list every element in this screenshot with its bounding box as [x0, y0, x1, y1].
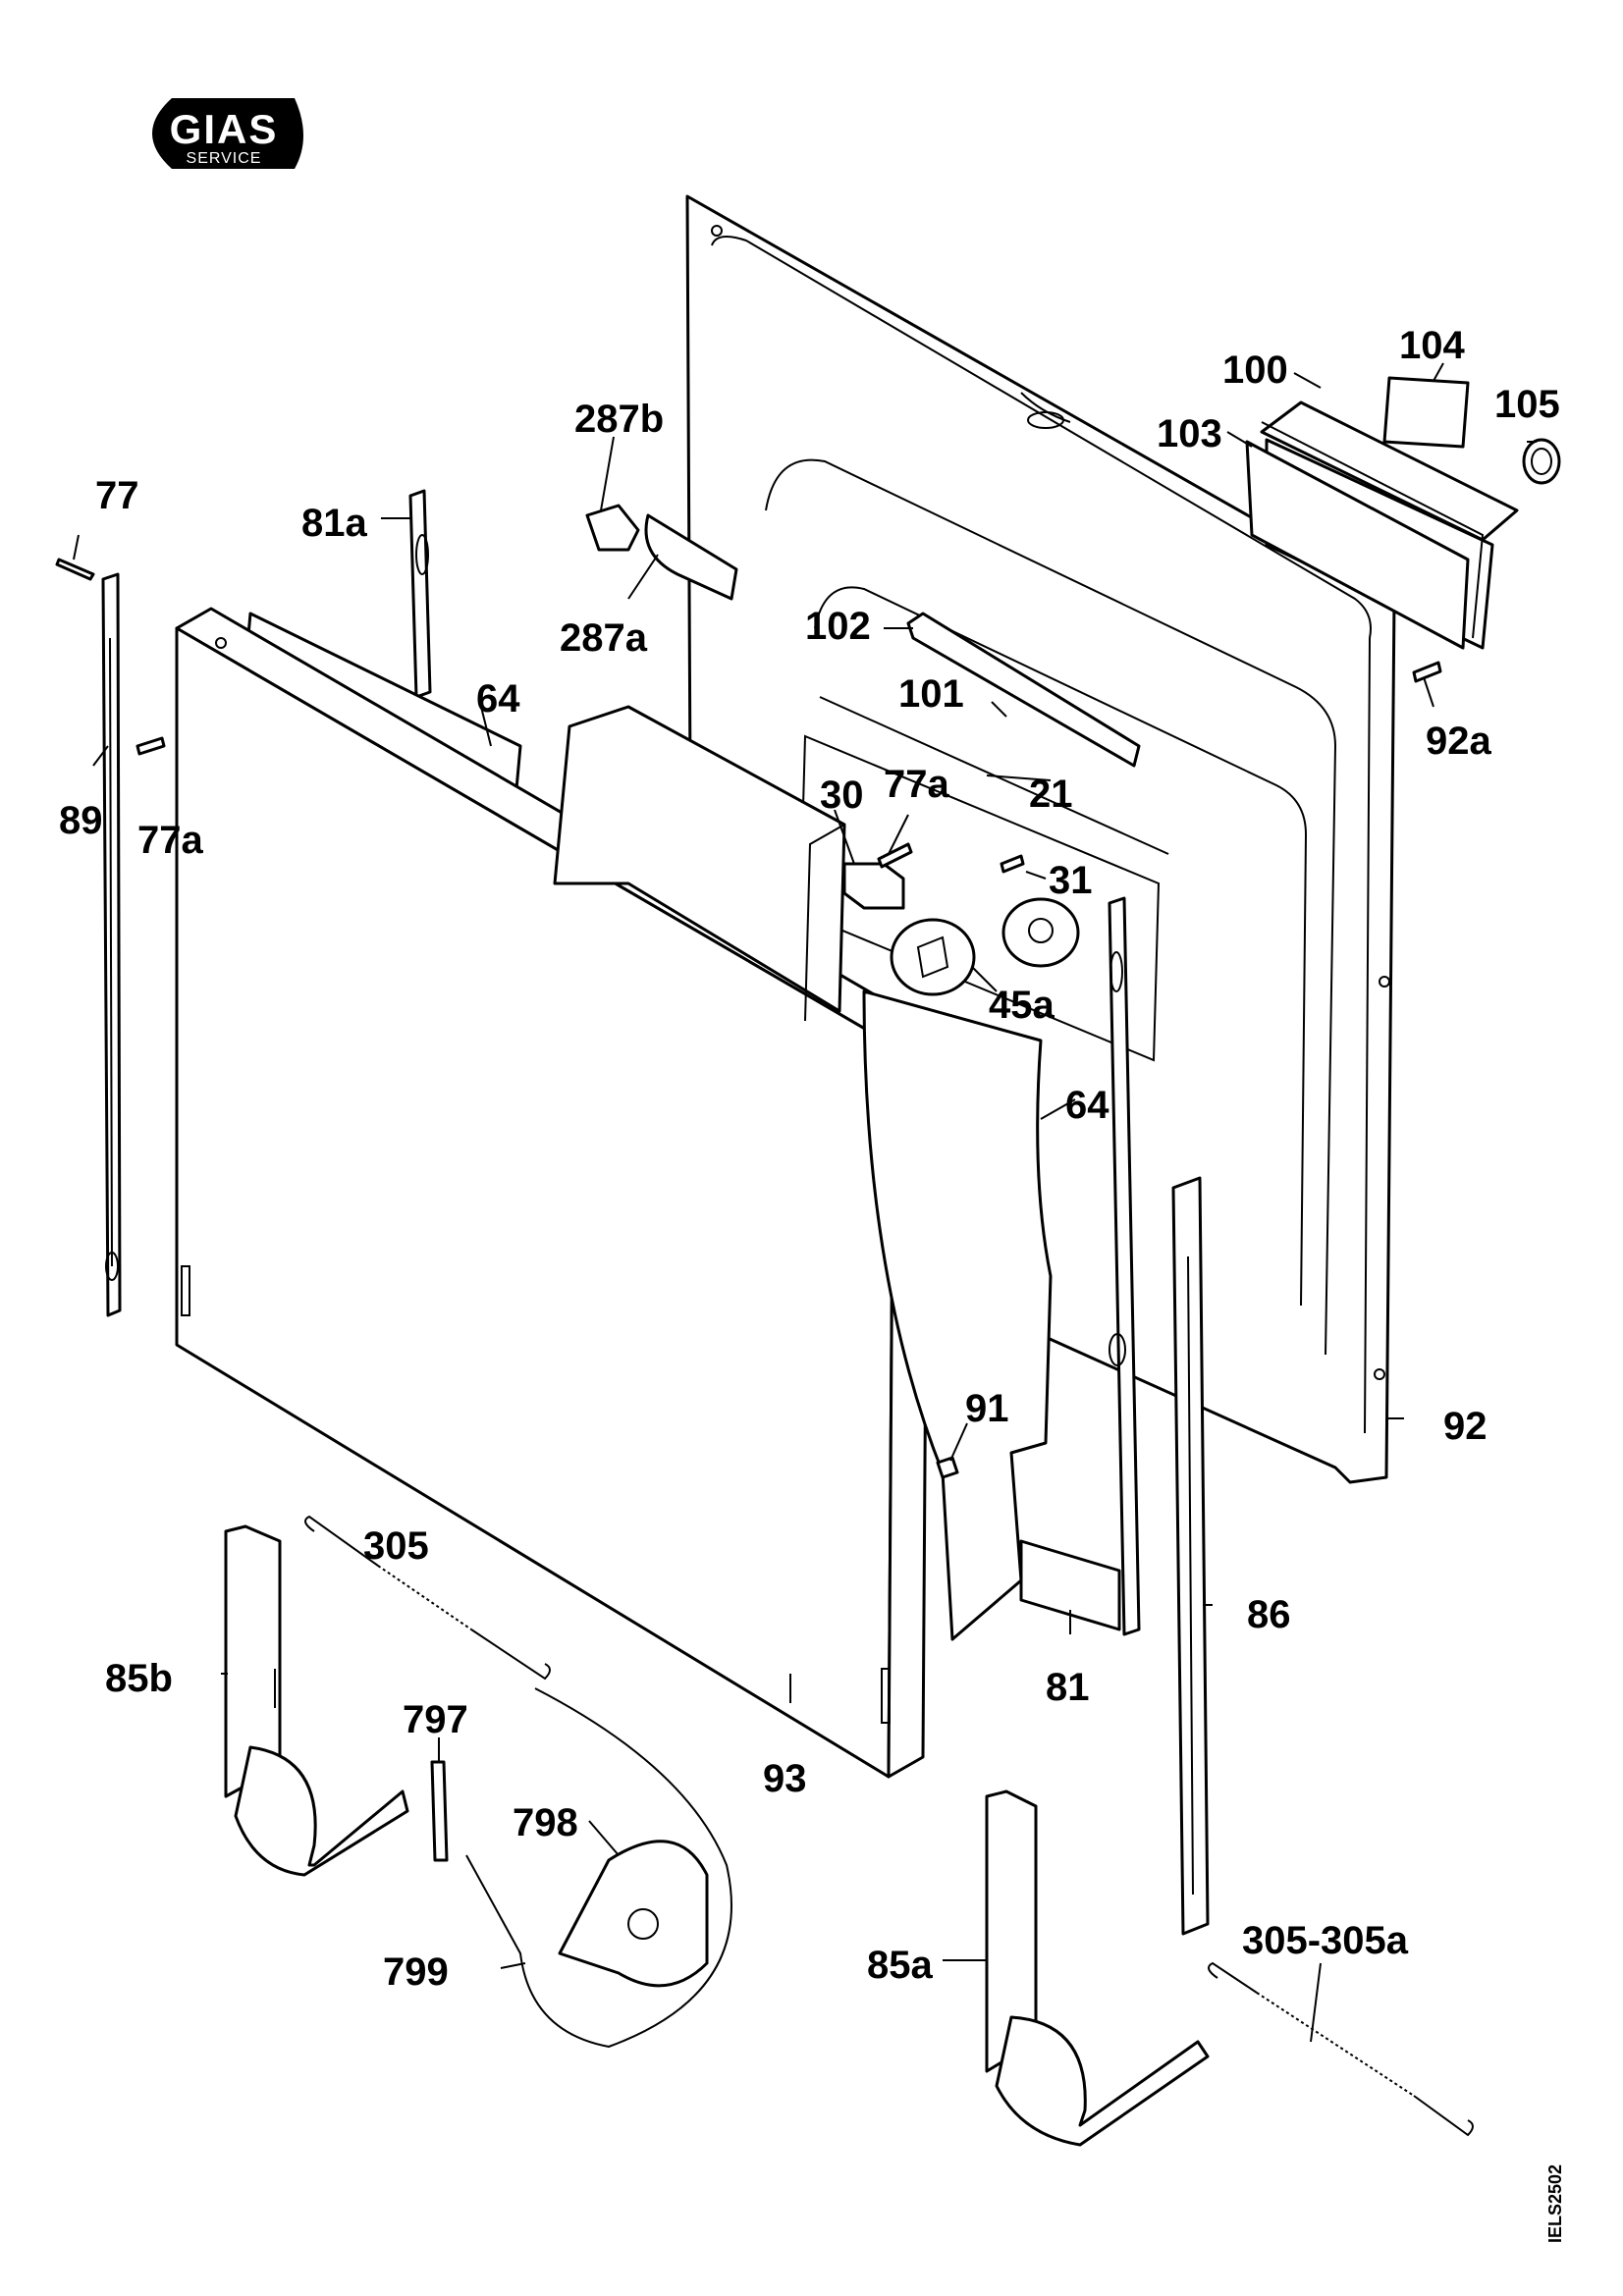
gias-service-logo: GIAS SERVICE: [152, 98, 303, 169]
label-30: 30: [820, 774, 864, 817]
label-86: 86: [1247, 1593, 1291, 1636]
label-77: 77: [95, 474, 139, 517]
leader-lines: [73, 362, 1537, 2043]
label-77a-left: 77a: [137, 819, 203, 862]
label-77a-mid: 77a: [884, 763, 949, 806]
label-797: 797: [403, 1698, 468, 1741]
screw-77: [55, 558, 95, 581]
dispenser-cover: [1382, 376, 1470, 449]
label-104: 104: [1399, 324, 1465, 367]
callout-labels: 77 81a 287b 287a 100 104 105 103 102 101…: [59, 324, 1560, 1994]
label-101: 101: [898, 672, 964, 716]
screw-31: [1000, 854, 1025, 874]
cable-799: [465, 1687, 732, 2049]
label-81: 81: [1046, 1666, 1090, 1709]
spring-305-305a: [1208, 1961, 1474, 2137]
label-64-top: 64: [476, 677, 520, 721]
logo-subtitle: SERVICE: [187, 150, 262, 167]
label-287b: 287b: [574, 398, 664, 441]
arm-81a: [408, 489, 432, 699]
label-102: 102: [805, 605, 871, 648]
label-85a: 85a: [867, 1944, 933, 1987]
label-85b: 85b: [105, 1657, 173, 1700]
label-799: 799: [383, 1950, 449, 1994]
lamp-holder-287b: [585, 504, 640, 552]
hinge-plate-287a: [644, 513, 738, 601]
label-81a: 81a: [301, 502, 367, 545]
lock-block-30: [842, 862, 905, 910]
pulley-798: [558, 1840, 709, 1988]
drawing-code: IELS2502: [1545, 2164, 1565, 2243]
logo-brand: GIAS: [170, 106, 279, 152]
label-92a: 92a: [1426, 720, 1491, 763]
clip-91: [936, 1456, 959, 1479]
label-93: 93: [763, 1757, 807, 1800]
screw-92a: [1412, 661, 1442, 683]
label-92: 92: [1443, 1405, 1488, 1448]
label-287a: 287a: [560, 616, 648, 660]
label-91: 91: [965, 1387, 1009, 1430]
link-797: [430, 1760, 449, 1862]
label-105: 105: [1494, 383, 1560, 426]
right-side-strip: [1171, 1176, 1210, 1936]
label-305: 305: [363, 1524, 429, 1568]
label-305-305a: 305-305a: [1242, 1919, 1409, 1962]
label-64-mid: 64: [1065, 1084, 1109, 1127]
insulation-block: [553, 705, 846, 1022]
screw-77a-left: [135, 736, 166, 756]
dispenser-ring: [1522, 438, 1561, 485]
label-103: 103: [1157, 412, 1222, 455]
label-31: 31: [1049, 859, 1093, 902]
label-21: 21: [1029, 773, 1073, 816]
latch-45a: [890, 897, 1080, 996]
label-798: 798: [513, 1801, 578, 1844]
dispenser-seal: [1245, 440, 1470, 650]
hinge-85b: [224, 1524, 409, 1877]
spring-305: [304, 1515, 551, 1681]
label-45a: 45a: [989, 984, 1055, 1027]
hinge-85a: [985, 1789, 1210, 2147]
label-100: 100: [1222, 348, 1288, 392]
left-side-strip: [101, 572, 122, 1317]
arm-81: [1019, 896, 1141, 1636]
screw-77a-mid: [877, 842, 913, 869]
label-89: 89: [59, 799, 103, 842]
